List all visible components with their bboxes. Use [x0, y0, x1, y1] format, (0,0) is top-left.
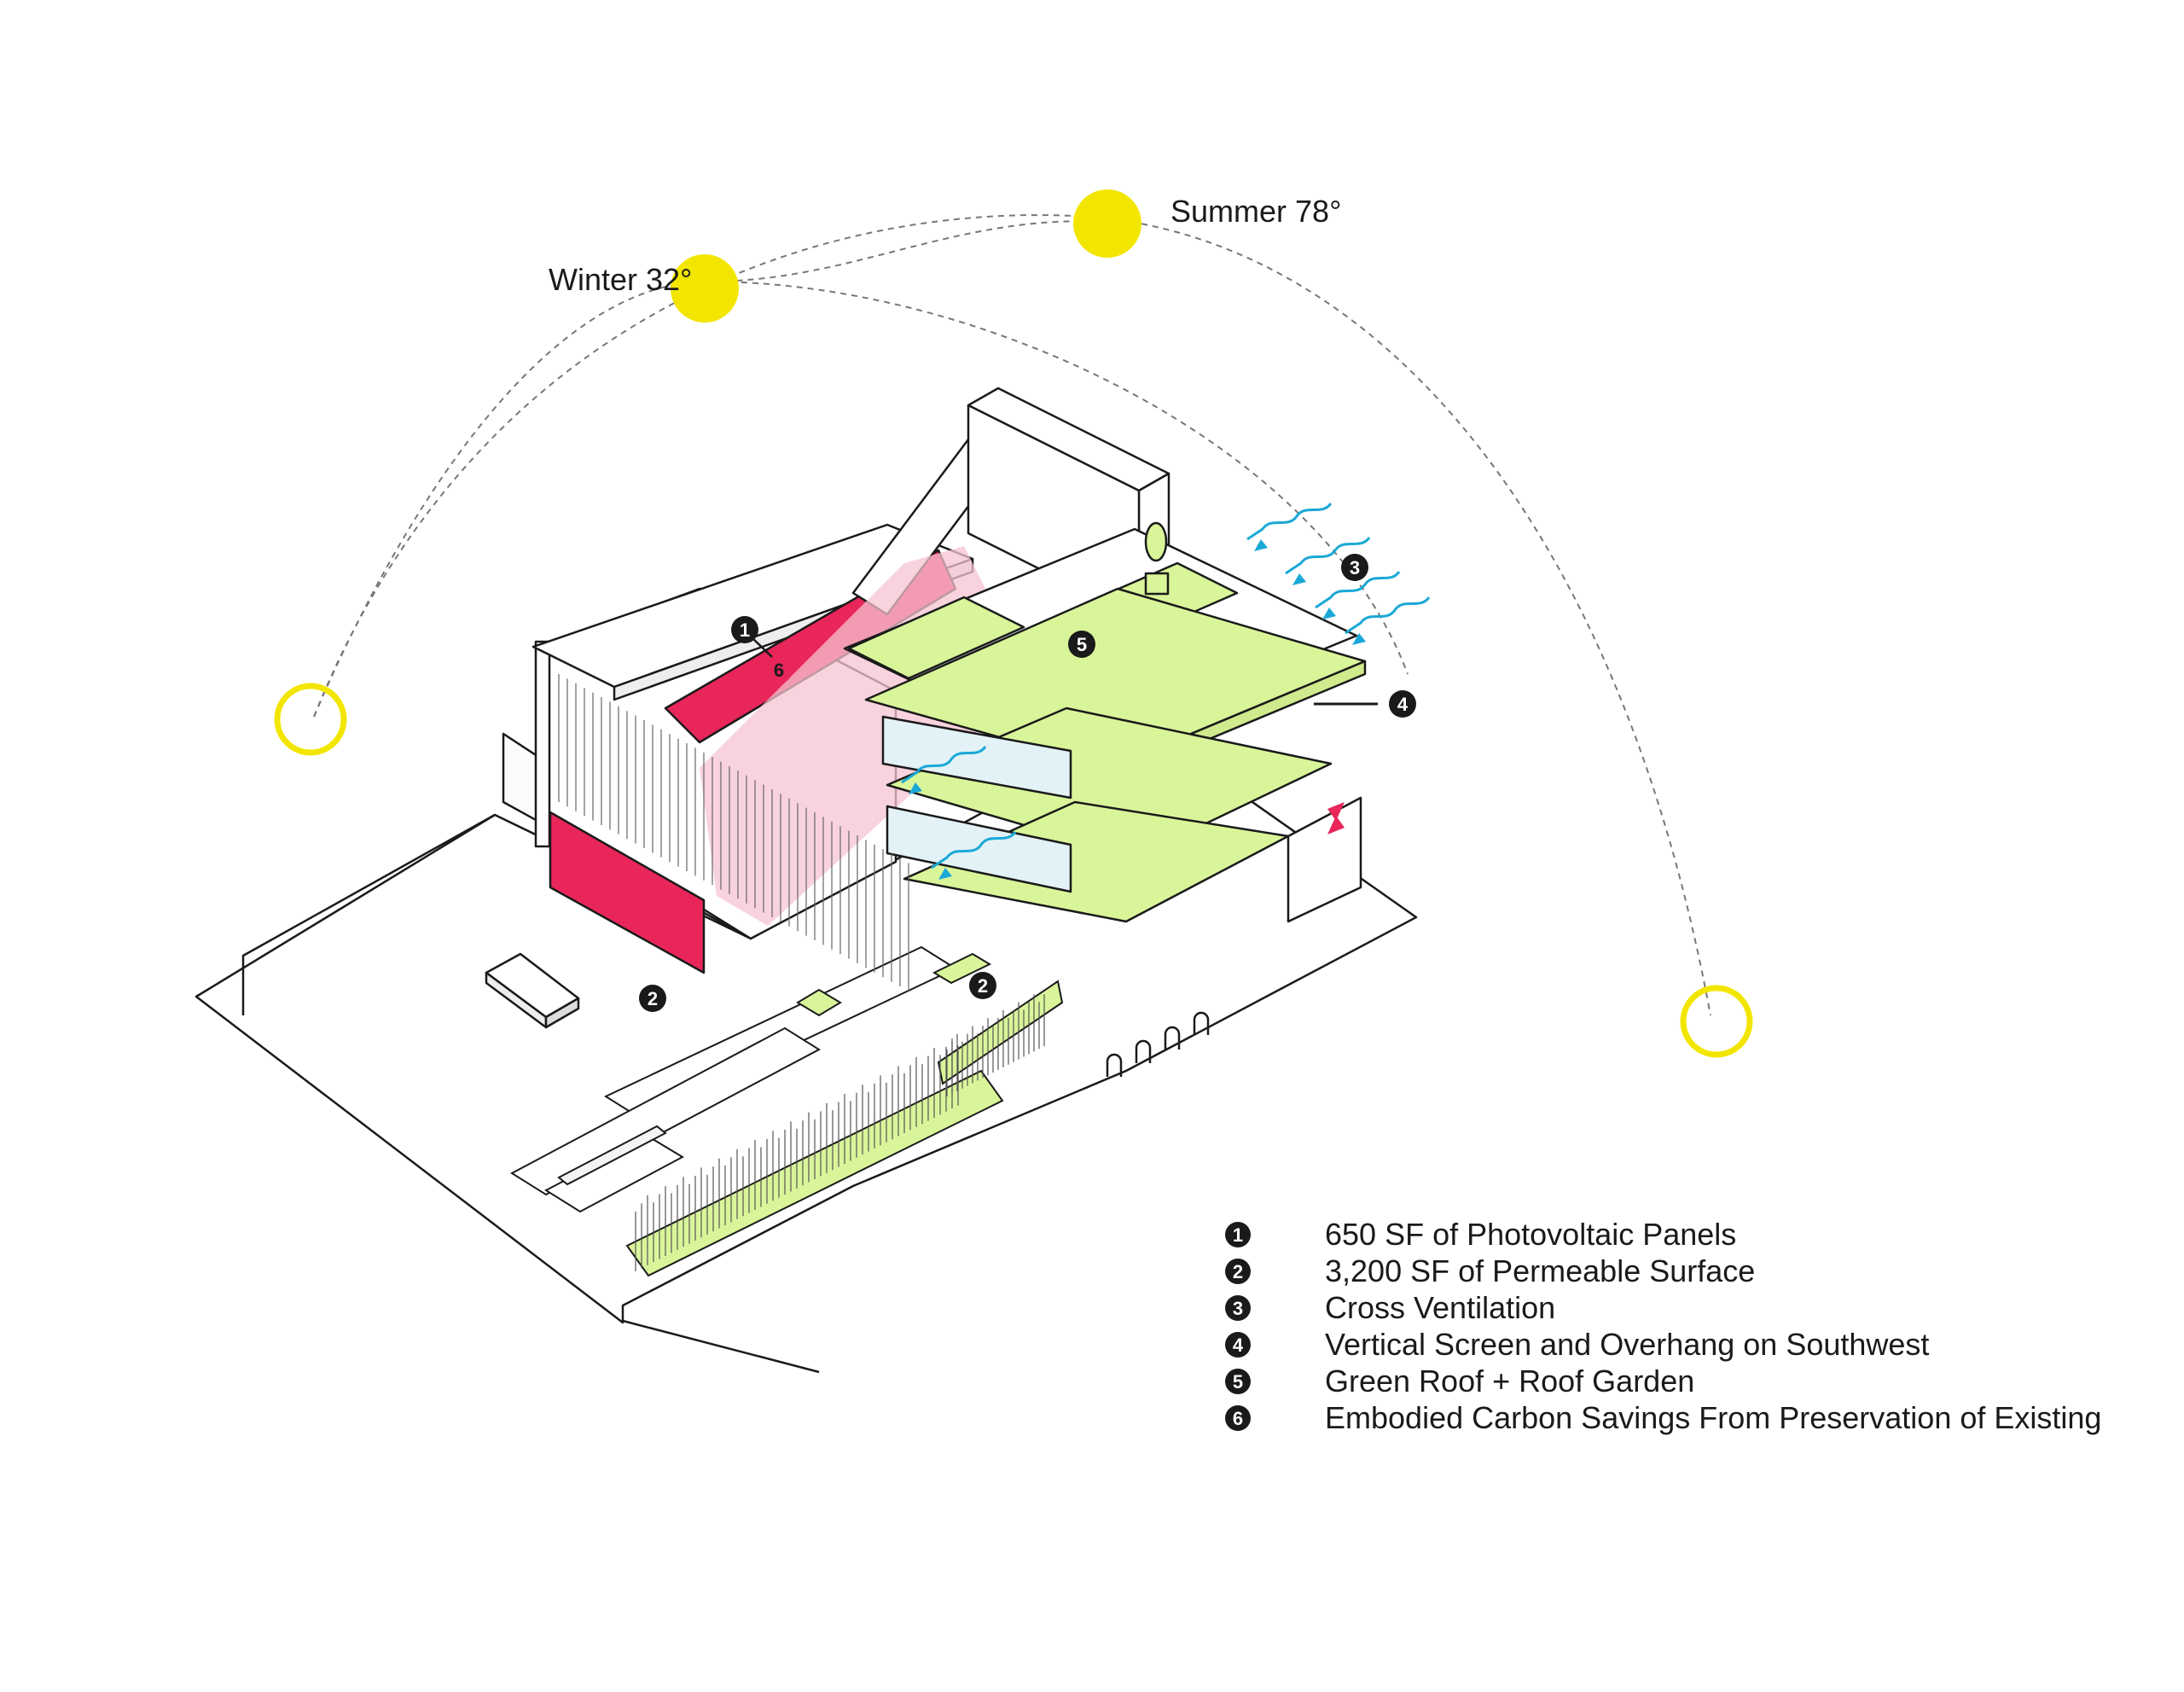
legend-badge — [1225, 1222, 1251, 1247]
legend-badge — [1225, 1259, 1251, 1284]
wind-arrow-3 — [1315, 571, 1401, 609]
wind-arrow-4 — [1345, 596, 1431, 635]
callout-5: 5 — [1068, 631, 1095, 658]
mast — [534, 640, 551, 848]
green-strip-lower — [937, 980, 1064, 1085]
summer-label: Summer 78° — [1170, 194, 1341, 229]
bench-2 — [557, 1125, 667, 1186]
legend-item: 3 Cross Ventilation — [1225, 1290, 1555, 1325]
winter-sun — [671, 254, 739, 323]
legend-number: 4 — [1233, 1334, 1244, 1356]
legend-item: 4 Vertical Screen and Overhang on Southwe… — [1225, 1327, 1929, 1362]
wind-arrow-1 — [1246, 503, 1333, 541]
ramp-2 — [510, 1026, 821, 1196]
legend-label: 3,200 SF of Permeable Surface — [1325, 1253, 1755, 1288]
svg-text:1: 1 — [740, 619, 750, 641]
wind-arrows — [901, 503, 1431, 869]
svg-text:5: 5 — [1077, 634, 1087, 655]
legend-number: 2 — [1233, 1261, 1243, 1282]
legend-badge — [1225, 1369, 1251, 1394]
roof-green — [847, 596, 1025, 680]
wind-arrow-2 — [1285, 537, 1371, 575]
back-wall — [241, 813, 496, 1015]
legend-item: 6 Embodied Carbon Savings From Preservati… — [1225, 1400, 2101, 1435]
svg-text:2: 2 — [648, 988, 658, 1009]
green-ramp-top — [932, 952, 992, 985]
legend-number: 6 — [1233, 1408, 1243, 1429]
glazing-upper — [881, 715, 1072, 799]
legend-badge — [1225, 1405, 1251, 1431]
legend-item: 2 3,200 SF of Permeable Surface — [1225, 1253, 1755, 1288]
wind-arrow-6 — [931, 831, 1017, 869]
legend-label: 650 SF of Photovoltaic Panels — [1325, 1217, 1736, 1252]
arch-3 — [1164, 1026, 1181, 1050]
wind-arrowheads — [909, 539, 1366, 880]
sunset-ring — [1680, 985, 1753, 1058]
wind-arrow-5 — [901, 746, 987, 784]
sunrise-ring — [274, 683, 347, 756]
callout-1: 1 — [731, 616, 758, 643]
green-planter — [796, 988, 842, 1017]
legend-label: Cross Ventilation — [1325, 1290, 1555, 1325]
svg-text:6: 6 — [774, 660, 784, 681]
svg-text:2: 2 — [978, 975, 988, 997]
svg-text:3: 3 — [1350, 557, 1360, 579]
callout-2a: 2 — [639, 985, 666, 1012]
arch-4 — [1193, 1011, 1210, 1035]
front-terraces — [510, 945, 1064, 1277]
winter-label: Winter 32° — [549, 262, 692, 297]
callout-2b: 2 — [969, 972, 996, 999]
callout-6: 6 — [765, 656, 793, 683]
summer-sun — [1073, 189, 1141, 258]
callout-4: 4 — [1389, 690, 1416, 718]
legend-item: 5 Green Roof + Roof Garden — [1225, 1363, 1694, 1398]
street-edge — [622, 1319, 820, 1374]
arch-openings — [1106, 1011, 1210, 1077]
fence-screens — [635, 994, 1045, 1271]
legend: 1 650 SF of Photovoltaic Panels 2 3,200 SF … — [1225, 1217, 2101, 1435]
legend-badge — [1225, 1295, 1251, 1321]
planter-box-side-2 — [544, 997, 580, 1029]
callouts: 1 6 5 3 4 2 2 — [639, 554, 1416, 1012]
legend-label: Vertical Screen and Overhang on Southwes… — [1325, 1327, 1929, 1362]
tree-planter — [1144, 572, 1170, 596]
red-panel-lower — [549, 811, 706, 974]
vertical-screen-fins — [558, 674, 909, 991]
glazing-lower — [886, 805, 1072, 893]
legend-number: 3 — [1233, 1298, 1243, 1319]
callout-3: 3 — [1341, 554, 1368, 581]
legend-badge — [1225, 1332, 1251, 1358]
legend-number: 5 — [1233, 1371, 1243, 1393]
arch-1 — [1106, 1053, 1123, 1077]
roof-tree — [1144, 521, 1168, 562]
legend-label: Embodied Carbon Savings From Preservatio… — [1325, 1400, 2101, 1435]
legend-number: 1 — [1233, 1224, 1243, 1246]
legend-item: 1 650 SF of Photovoltaic Panels — [1225, 1217, 1736, 1252]
legend-label: Green Roof + Roof Garden — [1325, 1363, 1694, 1398]
logo-mark — [1327, 802, 1345, 834]
arch-2 — [1135, 1039, 1152, 1063]
svg-text:4: 4 — [1397, 694, 1409, 715]
building — [502, 387, 1378, 974]
